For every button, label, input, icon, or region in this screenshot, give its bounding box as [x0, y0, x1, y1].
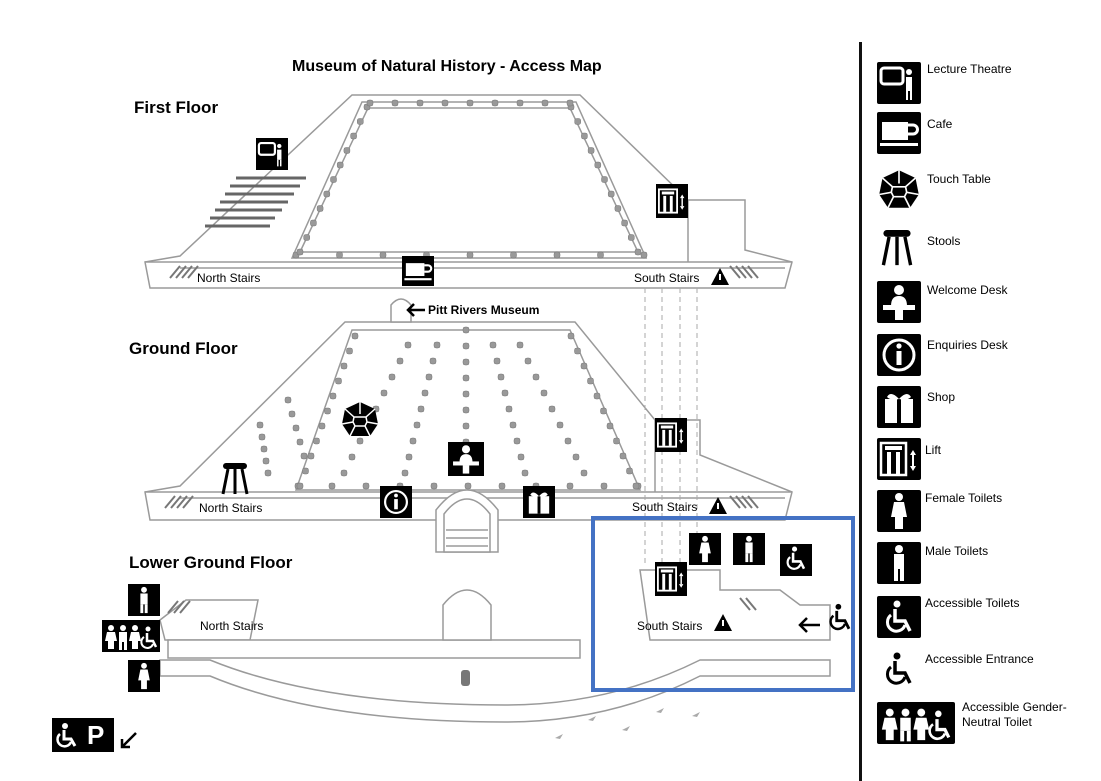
legend-male-toilet-icon — [877, 542, 921, 584]
legend-accessible-entrance-label: Accessible Entrance — [925, 652, 1034, 666]
info-icon — [380, 486, 412, 518]
lift-icon — [655, 418, 687, 452]
accessible-toilet-icon — [780, 544, 812, 576]
male-toilet-icon — [733, 533, 765, 565]
legend-accessible-entrance-icon — [877, 650, 921, 692]
accessible-entrance-icon — [822, 600, 858, 638]
legend-cafe-label: Cafe — [927, 117, 953, 131]
first-floor-heading: First Floor — [134, 98, 219, 117]
lecture-theatre-icon — [256, 138, 288, 170]
male-toilet-icon — [128, 584, 160, 616]
legend-accessible-toilet-icon — [877, 596, 921, 638]
first-north-stairs-label: North Stairs — [197, 271, 261, 285]
legend-gender-neutral-toilet-icon — [877, 702, 955, 744]
legend-welcome-desk-label: Welcome Desk — [927, 283, 1008, 297]
ground-north-stairs-label: North Stairs — [199, 501, 263, 515]
welcome-desk-icon — [448, 442, 484, 476]
lower-north-stairs-label: North Stairs — [200, 619, 264, 633]
legend-gift-icon — [877, 386, 921, 428]
legend-female-toilets-label: Female Toilets — [925, 491, 1003, 505]
legend-stool-icon — [880, 226, 914, 268]
legend-lecture-theatre-label: Lecture Theatre — [927, 62, 1012, 76]
ground-floor-heading: Ground Floor — [129, 339, 238, 358]
legend-stools-label: Stools — [927, 234, 961, 248]
female-toilet-icon — [689, 533, 721, 565]
accessible-parking-icon: P — [52, 718, 114, 752]
legend-male-toilets-label: Male Toilets — [925, 544, 989, 558]
lift-icon — [656, 184, 688, 218]
legend-shop-label: Shop — [927, 390, 956, 404]
legend-enquiries-desk-label: Enquiries Desk — [927, 338, 1008, 352]
cafe-icon — [402, 256, 434, 286]
legend-cafe-icon — [877, 112, 921, 154]
legend-lecture-theatre-icon — [877, 62, 921, 104]
gender-neutral-toilet-icon — [102, 620, 160, 652]
accessible-area-highlight — [591, 516, 855, 692]
female-toilet-icon — [128, 660, 160, 692]
touch-table-icon — [340, 400, 380, 438]
legend-lift-label: Lift — [925, 443, 942, 457]
first-south-stairs-label: South Stairs — [634, 271, 700, 285]
legend-info-icon — [877, 334, 921, 376]
ground-south-stairs-label: South Stairs — [632, 500, 698, 514]
lift-icon — [655, 562, 687, 596]
pitt-rivers-label: Pitt Rivers Museum — [428, 303, 540, 317]
lower-south-stairs-label: South Stairs — [637, 619, 703, 633]
legend-accessible-toilets-label: Accessible Toilets — [925, 596, 1020, 610]
lower-ground-floor-heading: Lower Ground Floor — [129, 553, 293, 572]
legend-gender-neutral-toilet-label: Accessible Gender-Neutral Toilet — [962, 700, 1067, 729]
map-title: Museum of Natural History - Access Map — [292, 58, 602, 75]
legend-divider — [859, 42, 862, 781]
legend-touch-table-icon — [877, 168, 921, 210]
gift-icon — [523, 486, 555, 518]
legend-lift-icon — [877, 438, 921, 480]
legend-touch-table-label: Touch Table — [927, 172, 991, 186]
legend-female-toilet-icon — [877, 490, 921, 532]
parking-letter: P — [87, 720, 105, 750]
stool-icon — [220, 460, 250, 496]
legend-welcome-desk-icon — [877, 281, 921, 323]
